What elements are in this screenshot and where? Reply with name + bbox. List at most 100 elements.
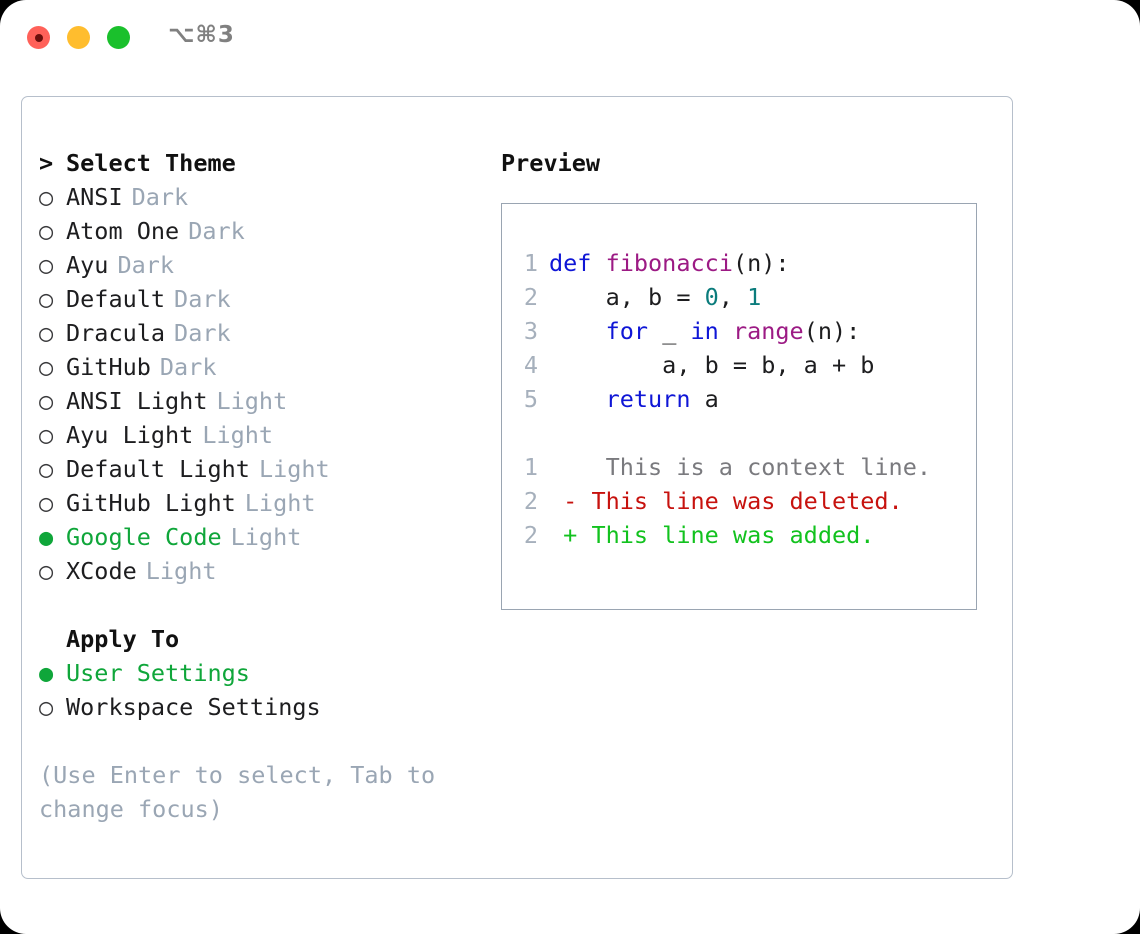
diff-line-number: 2 (523, 521, 538, 549)
code-line: 4 a, b = b, a + b (514, 348, 968, 382)
theme-option-label: Default (66, 285, 166, 313)
code-line-text: return a (549, 382, 719, 416)
close-window-button[interactable] (27, 26, 50, 49)
theme-option-variant-tag: Light (202, 421, 274, 449)
theme-option-variant-tag: Dark (159, 353, 217, 381)
code-token: in (690, 317, 733, 345)
theme-option-variant-tag: Light (216, 387, 288, 415)
maximize-window-button[interactable] (107, 26, 130, 49)
theme-option-0[interactable]: ○ ANSI Dark (39, 180, 494, 214)
diff-line-number: 1 (523, 453, 538, 481)
radio-unselected-icon[interactable]: ○ (39, 183, 54, 211)
diff-marker: + (549, 521, 578, 549)
preview-title: Preview (501, 149, 601, 177)
theme-option-7[interactable]: ○ Ayu Light Light (39, 418, 494, 452)
theme-option-11[interactable]: ○ XCode Light (39, 554, 494, 588)
radio-unselected-icon[interactable]: ○ (39, 489, 54, 517)
code-token: for (549, 317, 649, 345)
code-line: 1 def fibonacci(n): (514, 246, 968, 280)
radio-unselected-icon[interactable]: ○ (39, 421, 54, 449)
diff-line: 1 This is a context line. (514, 450, 968, 484)
code-token: _ (648, 317, 691, 345)
code-line-text: for _ in range(n): (549, 314, 861, 348)
focus-caret-icon: > (39, 149, 54, 177)
code-token: fibonacci (605, 249, 733, 277)
radio-unselected-icon[interactable]: ○ (39, 217, 54, 245)
code-line-text: def fibonacci(n): (549, 246, 790, 280)
select-theme-heading: > Select Theme (39, 146, 494, 180)
theme-option-8[interactable]: ○ Default Light Light (39, 452, 494, 486)
keyboard-shortcut-label: ⌥⌘3 (168, 22, 235, 48)
code-token: (n): (732, 249, 790, 277)
apply-to-heading: Apply To (39, 622, 494, 656)
apply-to-caret-icon (39, 622, 66, 656)
window-controls (27, 26, 130, 49)
radio-unselected-icon[interactable]: ○ (39, 387, 54, 415)
theme-option-label: Ayu (66, 251, 109, 279)
code-line: 3 for _ in range(n): (514, 314, 968, 348)
theme-option-variant-tag: Dark (117, 251, 175, 279)
theme-option-2[interactable]: ○ Ayu Dark (39, 248, 494, 282)
radio-unselected-icon[interactable]: ○ (39, 693, 54, 721)
code-token: return (549, 385, 691, 413)
theme-option-variant-tag: Dark (131, 183, 189, 211)
apply-to-options-list: ● User Settings ○Workspace Settings (39, 656, 494, 724)
theme-option-label: ANSI Light (66, 387, 208, 415)
theme-option-6[interactable]: ○ ANSI Light Light (39, 384, 494, 418)
code-token: a, b = (549, 283, 705, 311)
theme-option-variant-tag: Dark (174, 319, 231, 347)
theme-option-variant-tag: Light (258, 455, 330, 483)
diff-line-text: This line was deleted. (577, 487, 903, 515)
title-bar: ⌥⌘3 (0, 0, 1140, 76)
theme-option-variant-tag: Light (244, 489, 316, 517)
code-token: 0 (704, 283, 719, 311)
list-spacer (39, 588, 494, 622)
theme-option-label: XCode (66, 557, 137, 585)
code-token: (n): (803, 317, 861, 345)
theme-option-label: Default Light (66, 455, 250, 483)
apply-option-0[interactable]: ● User Settings (39, 656, 494, 690)
minimize-window-button[interactable] (67, 26, 90, 49)
theme-option-label: ANSI (66, 183, 123, 211)
radio-unselected-icon[interactable]: ○ (39, 251, 54, 279)
theme-option-variant-tag: Light (145, 557, 217, 585)
select-theme-title: Select Theme (66, 149, 236, 177)
theme-option-variant-tag: Light (230, 523, 302, 551)
code-line: 2 a, b = 0, 1 (514, 280, 968, 314)
radio-unselected-icon[interactable]: ○ (39, 353, 54, 381)
code-line-number: 3 (523, 317, 538, 345)
diff-marker: - (549, 487, 578, 515)
diff-line: 2 + This line was added. (514, 518, 968, 552)
apply-option-label: User Settings (66, 659, 250, 687)
radio-unselected-icon[interactable]: ○ (39, 285, 54, 313)
code-blank-line (514, 416, 968, 450)
theme-option-variant-tag: Dark (188, 217, 245, 245)
code-token: 1 (747, 283, 762, 311)
code-token: def (549, 249, 606, 277)
theme-option-9[interactable]: ○ GitHub Light Light (39, 486, 494, 520)
code-token: a, b = b, a + b (549, 351, 875, 379)
radio-unselected-icon[interactable]: ○ (39, 455, 54, 483)
radio-selected-icon[interactable]: ● (39, 523, 54, 551)
code-token: , (718, 283, 748, 311)
radio-unselected-icon[interactable]: ○ (39, 557, 54, 585)
diff-line: 2 - This line was deleted. (514, 484, 968, 518)
apply-option-1[interactable]: ○Workspace Settings (39, 690, 494, 724)
theme-option-variant-tag: Dark (174, 285, 231, 313)
code-line-number: 2 (523, 283, 538, 311)
theme-option-label: Ayu Light (66, 421, 194, 449)
code-line-number: 1 (523, 249, 538, 277)
radio-selected-icon[interactable]: ● (39, 659, 54, 687)
theme-option-3[interactable]: ○ Default Dark (39, 282, 494, 316)
radio-unselected-icon[interactable]: ○ (39, 319, 54, 347)
theme-option-label: GitHub Light (66, 489, 236, 517)
